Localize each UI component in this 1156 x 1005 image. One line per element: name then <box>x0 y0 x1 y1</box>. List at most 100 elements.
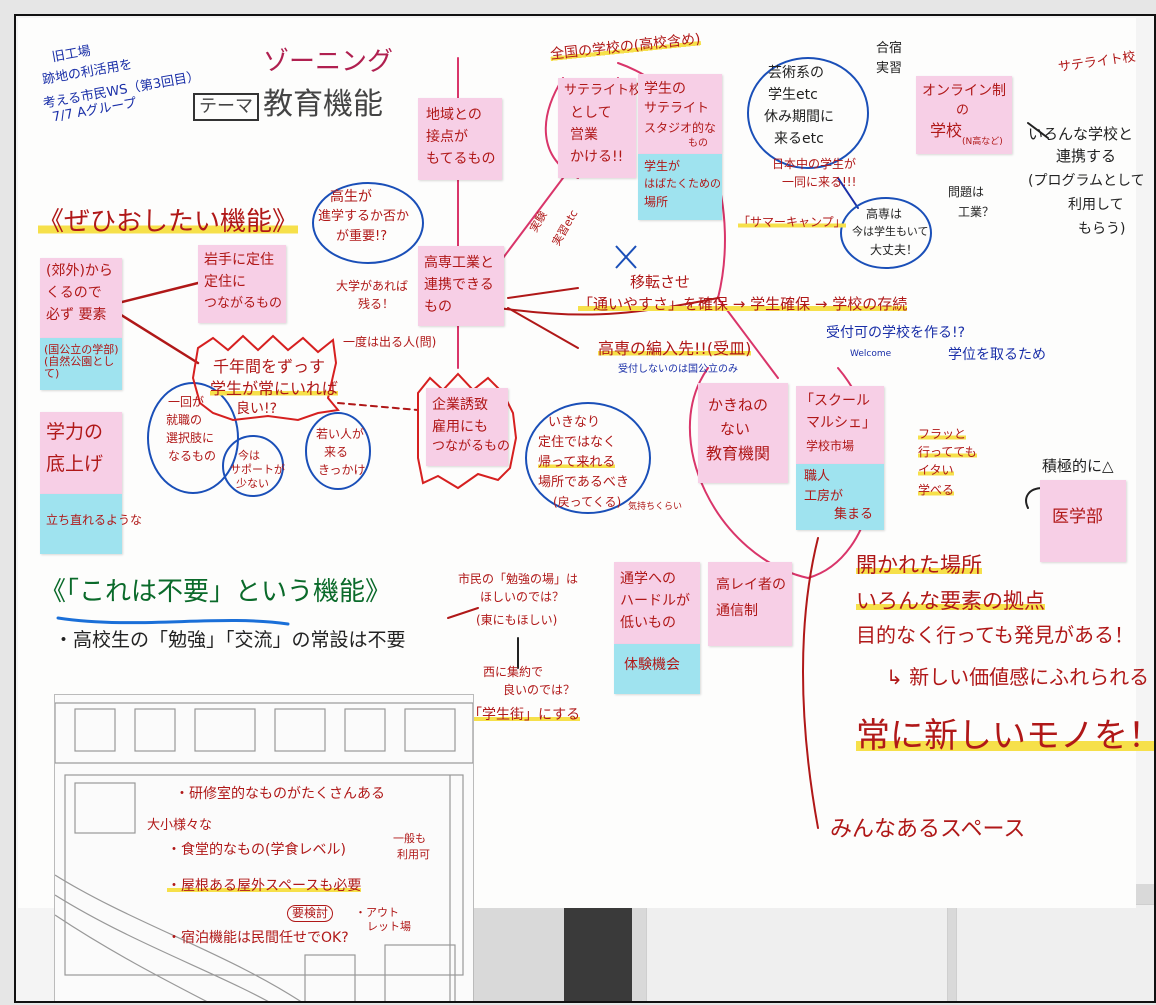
furatto-3: イタい <box>918 463 954 477</box>
iroiro-2: 連携する <box>1056 147 1117 165</box>
map-note-shukuhaku: ・宿泊機能は民間任せでOK? <box>167 930 349 946</box>
iroiro-1: いろんな学校と <box>1028 125 1134 143</box>
note-left-mid: 学力の 底上げ <box>40 412 122 494</box>
paper-sheet: 旧工場 跡地の利活用を 考える市民WS（第3回目） 7/7 Aグループ ゾーニン… <box>18 18 1154 1001</box>
ikinari-1: いきなり <box>548 415 601 430</box>
map-lines <box>55 702 473 1001</box>
note-tsugaku-cyan: 体験機会 <box>614 644 700 694</box>
map-note-outlet-1: ・アウト <box>355 906 399 919</box>
ichido-note: 一度は出る人(問) <box>343 335 437 349</box>
ikkai-4: なるもの <box>168 449 217 463</box>
note-kikanai: かきねの ない 教育機関 <box>698 383 788 483</box>
kosei-bubble-3: が重要!? <box>336 229 388 244</box>
map-note-yane: ・屋根ある屋外スペースも必要 <box>167 878 362 894</box>
note-iwate: 岩手に定住 定住に つながるもの <box>198 245 286 323</box>
nishi-2: 良いのでは？ <box>503 683 576 697</box>
iroiro-3: (プログラムとして <box>1028 173 1145 189</box>
shimin-1: 市民の「勉強の場」は <box>458 572 579 586</box>
note-satellite-school: サテライト校 として 営業 かける!! <box>558 78 642 178</box>
sekkyoku-note: 積極的に△ <box>1042 457 1114 475</box>
map-note-kenshu: ・研修室的なものがたくさんある <box>175 786 385 802</box>
minna-space: みんなあるスペース <box>830 817 1026 842</box>
nihonju-2: 一同に来る!!! <box>782 175 857 189</box>
not-needed-item: ・高校生の「勉強」「交流」の常設は不要 <box>54 629 406 651</box>
note-school-marche: 「スクール マルシェ」 学校市場 <box>796 386 884 464</box>
higashi-note: (東にもほしい) <box>476 613 558 627</box>
nishi-1: 西に集約で <box>483 665 544 679</box>
theme-title: 教育機能 <box>263 87 383 122</box>
note-koreisha: 高レイ者の 通信制 <box>708 562 792 646</box>
mondai-2: 工業？ <box>958 205 995 219</box>
geijutsu-3: 休み期間に <box>764 109 834 125</box>
gasshuku-1: 合宿 <box>876 41 903 56</box>
ikinari-2: 定住ではなく <box>538 435 617 450</box>
kosen-bubble-2: 今は学生もいて <box>852 225 929 238</box>
kosen-bubble-3: 大丈夫！ <box>870 243 919 257</box>
note-online: オンライン制 の 学校 (N高など) <box>916 76 1012 154</box>
map-note-daisho: 大小様々な <box>147 818 213 833</box>
mondai-1: 問題は <box>948 185 985 199</box>
note-student-studio-cyan: 学生が はばたくための 場所 <box>638 154 722 220</box>
note-left-top-cyan: (国公立の学部)(自然公園として) <box>40 338 122 390</box>
daigaku-1: 大学があれば <box>336 279 409 293</box>
gakusei-gai: 「学生街」にする <box>468 707 581 723</box>
ikkai-3: 選択肢に <box>166 431 215 445</box>
ikkai-1: 一回が <box>168 395 205 409</box>
uketsuke-note: 受付可の学校を作る!? <box>826 325 966 341</box>
site-map: ・研修室的なものがたくさんある 大小様々な ・食堂的なもの(学食レベル) 一般も… <box>54 694 474 1001</box>
ima-1: 今は <box>238 449 260 462</box>
note-left-mid-cyan: 立ち直れるような <box>40 494 142 554</box>
kosei-bubble-2: 進学するか否か <box>318 209 410 224</box>
sennen-3: 良い!? <box>236 401 278 417</box>
geijutsu-4: 来るetc <box>774 131 824 147</box>
not-needed-heading: 《「これは不要」という機能》 <box>40 577 392 607</box>
note-tsugaku: 通学への ハードルが 低いもの <box>614 562 700 644</box>
map-note-outlet-2: レット場 <box>367 920 411 933</box>
geijutsu-1: 芸術系の <box>768 65 824 81</box>
furatto-2: 行ってても <box>918 445 977 459</box>
note-left-top: (郊外)から くるので 必ず 要素 <box>40 258 122 338</box>
note-kigyo: 企業誘致 雇用にも つながるもの <box>426 388 510 466</box>
sennen-2: 学生が常にいれば <box>210 379 339 398</box>
theme-label: テーマ <box>193 93 259 121</box>
map-note-yokento: 要検討 <box>287 905 334 923</box>
shimin-2: ほしいのでは？ <box>480 590 565 604</box>
map-note-shokudo: ・食堂的なもの(学食レベル) <box>167 842 346 858</box>
map-note-ippan-1: 一般も <box>393 832 426 845</box>
nihonju-1: 日本中の学生が <box>772 157 857 171</box>
atarashii-kachi: ↳ 新しい価値感にふれられる <box>886 665 1150 689</box>
furatto-1: フラッと <box>918 427 967 441</box>
iroiro-5: もらう) <box>1078 221 1126 237</box>
uketsuke-small: 受付しないのは国公立のみ <box>618 364 738 375</box>
ikinari-4: 場所であるべき <box>538 475 629 490</box>
furatto-4: 学べる <box>918 483 955 497</box>
note-student-studio: 学生の サテライト スタジオ的な もの <box>638 74 722 154</box>
ima-2: サポートが <box>230 463 285 476</box>
hennyu-note: 高専の編入先!!(受皿) <box>598 339 752 358</box>
ikinari-3: 帰って来れる <box>538 455 616 470</box>
iroiro-4: 利用して <box>1068 197 1124 213</box>
gasshuku-2: 実習 <box>876 61 903 76</box>
want-heading: 《ぜひおしたい機能》 <box>38 207 299 237</box>
mokuteki: 目的なく行っても発見がある！ <box>856 623 1134 647</box>
note-kosen: 高専工業と 連携できる もの <box>418 246 504 326</box>
note-school-marche-cyan: 職人 工房が 集まる <box>796 464 884 530</box>
photo-frame: 旧工場 跡地の利活用を 考える市民WS（第3回目） 7/7 Aグループ ゾーニン… <box>14 14 1156 1003</box>
ikinari-5: (戻ってくる) <box>553 495 622 509</box>
ikkai-2: 就職の <box>166 413 203 427</box>
welcome-note: Welcome <box>850 349 892 359</box>
tsune-ni: 常に新しいモノを！ <box>856 716 1154 756</box>
note-chiiki: 地域との 接点が もてるもの <box>418 98 502 180</box>
kayoi-note: 「通いやすさ」を確保 → 学生確保 → 学校の存続 <box>578 295 908 313</box>
sennen-1: 千年間をずっす <box>213 357 326 376</box>
note-igakubu: 医学部 <box>1040 480 1126 562</box>
wakamono-3: きっかけ <box>318 463 366 477</box>
kosen-bubble-1: 高専は <box>866 207 903 221</box>
wakamono-2: 来る <box>324 445 349 459</box>
kosei-bubble-1: 高生が <box>330 189 372 205</box>
wakamono-1: 若い人が <box>316 427 365 441</box>
daigaku-2: 残る！ <box>358 297 395 311</box>
geijutsu-2: 学生etc <box>768 87 818 103</box>
kimochi-note: 気持ちくらい <box>628 502 683 512</box>
gakui-note: 学位を取るため <box>948 347 1046 363</box>
